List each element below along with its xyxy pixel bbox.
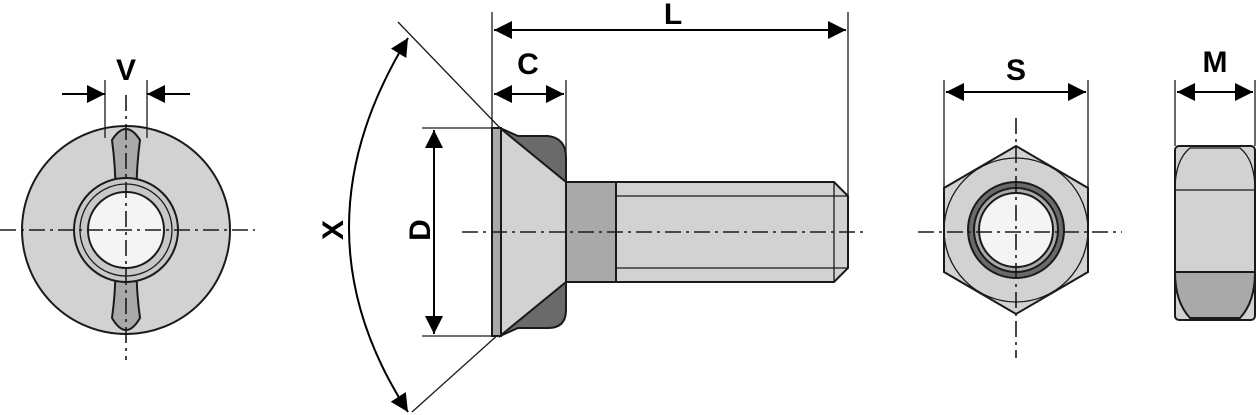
x-extension-top [397, 21, 501, 129]
nut-front-view: S [918, 54, 1122, 358]
nut-side-bottom-facet [1173, 271, 1257, 319]
x-angle-arc [348, 37, 409, 413]
v-label: V [116, 54, 136, 87]
nut-side-view: M [1173, 46, 1257, 321]
s-label: S [1006, 54, 1026, 87]
c-label: C [517, 48, 539, 81]
x-extension-bottom [411, 332, 501, 413]
l-label: L [664, 0, 682, 31]
x-label: X [317, 220, 350, 240]
washer-front-view: V [0, 54, 255, 360]
m-label: M [1203, 46, 1228, 79]
bolt-side-view: X D L C [317, 0, 868, 413]
nut-side-top-facet [1174, 147, 1256, 191]
d-label: D [404, 219, 437, 241]
